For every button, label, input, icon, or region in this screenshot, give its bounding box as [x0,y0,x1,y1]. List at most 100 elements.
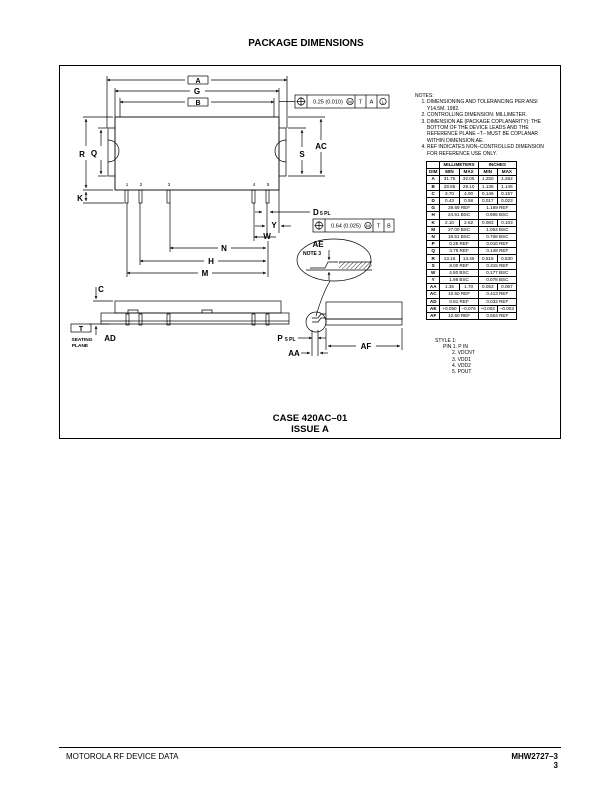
fcf-top-value: 0.25 (0.010) [313,100,343,106]
table-cell: Q [425,247,441,256]
table-cell: 0.315 REF [477,261,517,270]
footer-right: MHW2727–3 [511,752,558,761]
table-cell: 0.504 REF [477,311,517,321]
fcf-pins-value: 0.64 (0.025) [331,224,361,230]
pin-name: P IN [458,344,468,351]
table-cell: 4.50 BSC [439,268,479,278]
table-cell: AE [425,304,441,313]
fcf-top-mod: M [348,100,352,105]
table-cell: +0.002 [477,304,498,313]
table-cell: 0.067 [496,283,517,292]
footer-left: MOTOROLA RF DEVICE DATA [66,752,179,761]
table-cell: –0.003 [496,304,517,313]
dim-A-label: A [195,78,200,85]
notes-block: NOTES: DIMENSIONING AND TOLERANCING PER … [415,93,555,157]
table-cell: 1.70 [458,283,479,292]
table-cell: 0.146 [477,189,498,198]
case-label: CASE 420AC–01 ISSUE A [59,413,561,435]
table-cell: 0.078 BSC [477,275,517,285]
pin-num: 3. [452,356,457,363]
dim-R-label: R [79,150,85,159]
table-cell: 0.58 [458,196,479,206]
pin-item: 4. VDD2 [435,363,475,369]
table-cell: R [425,254,441,263]
table-cell: 1.169 REF [477,204,517,213]
fcf-top-mod2: L [382,100,385,105]
table-cell: 13.45 [458,254,479,263]
dim-M-label: M [202,269,209,278]
table-cell: P [425,240,441,249]
fcf-top [279,94,390,109]
table-cell: 13.15 [439,254,460,263]
note-item: REF INDICATES NON–CONTROLLED DIMENSION F… [427,144,555,157]
note3-label: NOTE 3 [303,251,321,257]
inch-header: INCHES [477,160,517,170]
fcf-pins-ref2: B [387,224,391,230]
dim-AD-label: AD [104,334,116,343]
table-cell: H [425,211,441,220]
fcf-top-ref2: A [370,100,374,106]
pin-number: 1 [126,182,129,187]
table-cell: 27.00 BSC [439,225,479,234]
fcf-pins-ref1: T [377,224,381,230]
table-cell: M [425,225,441,234]
datum-B-box [187,97,209,107]
table-cell: W [425,268,441,278]
table-cell: 28.85 [439,182,460,191]
pin-name: VDD2 [457,362,471,369]
table-cell: Y [425,275,441,285]
side-view-right [298,301,403,356]
dim-AC-label: AC [315,142,327,151]
table-cell: 32.05 [458,175,479,184]
table-cell: AA [425,283,441,292]
table-cell: D [425,196,441,206]
col-header: DIM [425,168,441,177]
table-cell: 0.010 REF [477,240,517,249]
page-number: 3 [553,761,558,770]
table-cell: K [425,218,441,227]
table-cell: 2.10 [439,218,460,227]
dim-C-label: C [98,285,104,294]
pin-num: 1. [452,344,457,351]
table-cell: 3.76 REF [439,247,479,256]
footer-rule [59,747,561,748]
fcf-pins-mod: M [366,224,370,229]
table-cell: 0.413 REF [477,290,517,299]
table-cell: 0.157 [496,189,517,198]
pin-name: VDD1 [457,356,471,363]
table-cell: 4.00 [458,189,479,198]
notes-heading: NOTES: [415,93,434,99]
pin-heading: PIN 1. P IN [435,344,475,350]
col-header: MIN [477,168,498,177]
table-cell: +0.050 [439,304,460,313]
note-item: CONTROLLING DIMENSION: MILLIMETER. [427,112,555,118]
pin-number: 4 [253,182,256,187]
pin-number: 2 [140,182,143,187]
pin-num: 5. [452,369,457,376]
dim-Y-label: Y [271,221,277,230]
seating-plane-label: PLANE [72,343,89,349]
leads [124,189,270,204]
dim-B-label: B [195,100,200,107]
pin-num: 2. [452,350,457,357]
table-cell: 0.177 BSC [477,268,517,278]
pin-number: 5 [267,182,270,187]
table-cell: N [425,232,441,242]
table-cell: 1.146 [496,182,517,191]
left-flange [107,127,115,177]
style-heading: STYLE 1: [435,338,457,344]
note-item: DIMENSIONING AND TOLERANCING PER ANSI Y1… [427,99,555,112]
table-cell: G [425,204,441,213]
table-cell: 0.083 [477,218,498,227]
table-cell: 1.136 [477,182,498,191]
